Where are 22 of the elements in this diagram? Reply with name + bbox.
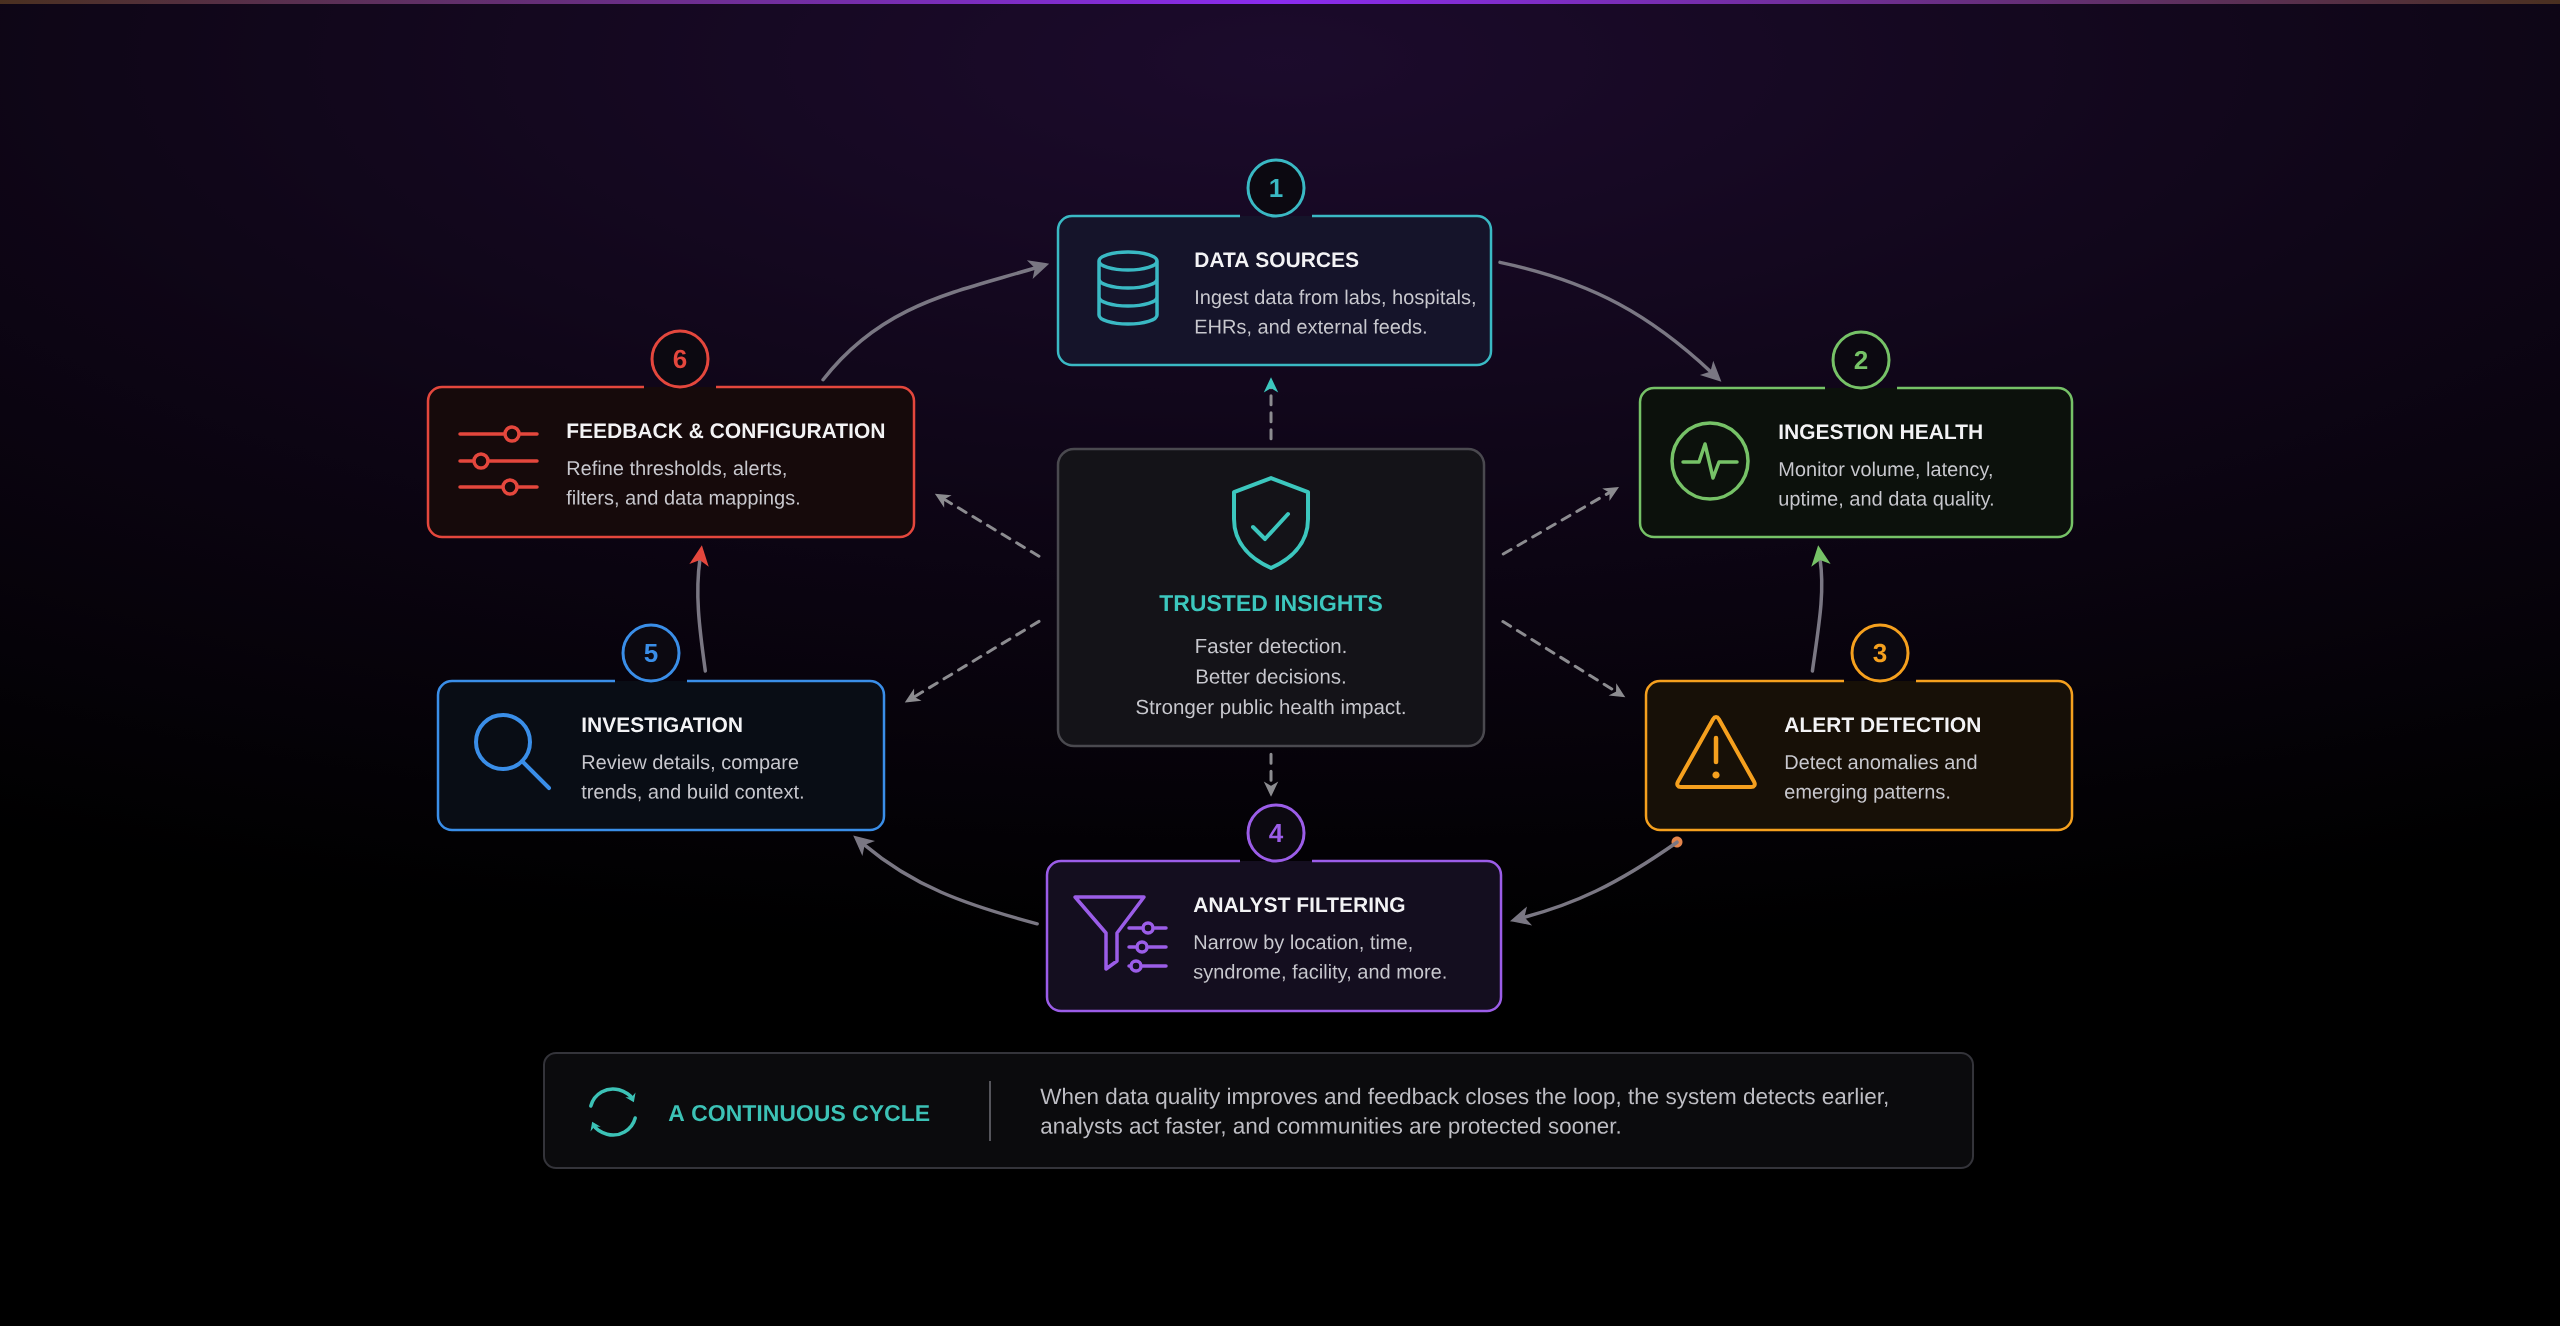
step-description: Review details, compare trends, and build context. <box>581 754 803 802</box>
step-title: ALERT DETECTION <box>1784 717 1980 733</box>
number-badge: 1 <box>1246 158 1306 218</box>
hub-description: Faster detection. Better decisions. Stronger public health impact. <box>1136 638 1405 719</box>
number-badge: 3 <box>1850 623 1910 683</box>
step-description: Detect anomalies and emerging patterns. <box>1785 754 1977 803</box>
step-description: Narrow by location, time, syndrome, facility, and more. <box>1193 934 1446 983</box>
step-title: DATA SOURCES <box>1195 252 1359 268</box>
banner-description: When data quality improves and feedback closes the loop, the system detects earlier, analysts act faster, and communities are protected sooner. <box>1040 1087 1888 1139</box>
step-title: FEEDBACK & CONFIGURATION <box>567 423 885 439</box>
number-badge: 5 <box>621 623 681 683</box>
step-description: Refine thresholds, alerts, filters, and data mappings. <box>566 460 799 509</box>
number-badge: 4 <box>1246 803 1306 863</box>
banner-title: A CONTINUOUS CYCLE <box>668 1104 930 1122</box>
step-title: INGESTION HEALTH <box>1779 424 1982 440</box>
step-title: ANALYST FILTERING <box>1193 897 1405 913</box>
step-description: Monitor volume, latency, uptime, and data quality. <box>1779 461 1993 510</box>
step-title: INVESTIGATION <box>582 717 742 733</box>
hub-title: TRUSTED INSIGHTS <box>1159 594 1382 612</box>
number-badge: 6 <box>650 329 710 389</box>
step-description: Ingest data from labs, hospitals, EHRs, and external feeds. <box>1195 289 1475 337</box>
number-badge: 2 <box>1831 330 1891 390</box>
